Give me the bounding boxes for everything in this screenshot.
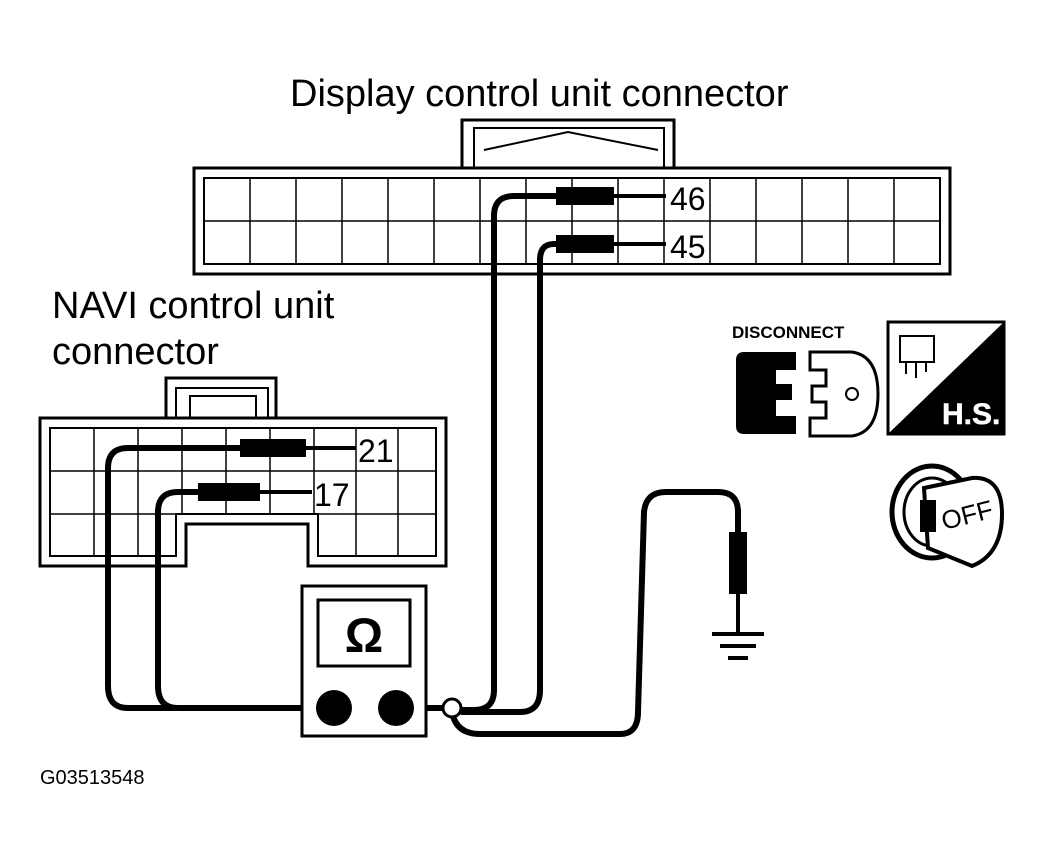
wire-ground — [449, 489, 741, 737]
navi-connector — [38, 376, 448, 568]
navi-connector-title-line2: connector — [52, 331, 219, 373]
wire-pin-21 — [105, 445, 333, 711]
pin-label-21: 21 — [358, 433, 394, 469]
wire-pin-45 — [459, 241, 559, 715]
hs-label: H.S. — [942, 398, 1000, 431]
figure-id: G03513548 — [40, 767, 145, 789]
meter-terminal-right[interactable] — [378, 690, 414, 726]
disconnect-label: DISCONNECT — [732, 323, 845, 342]
pin-label-46: 46 — [670, 181, 706, 217]
pin-label-17: 17 — [314, 477, 350, 513]
ohmmeter-icon: Ω — [300, 584, 428, 738]
display-connector-title: Display control unit connector — [290, 73, 789, 115]
display-connector — [192, 118, 952, 276]
probes — [198, 187, 747, 632]
wires — [105, 193, 741, 737]
disconnect-connector-icon: DISCONNECT — [732, 323, 880, 438]
harness-side-icon: H.S. — [886, 320, 1006, 436]
wire-pin-17 — [155, 489, 201, 711]
navi-connector-title-line1: NAVI control unit — [52, 285, 335, 327]
ohm-symbol: Ω — [345, 610, 383, 663]
wire-junction — [441, 697, 463, 719]
ignition-key-off-icon: OFF — [889, 463, 1005, 569]
ground-icon — [712, 632, 764, 660]
wire-pin-46 — [451, 193, 559, 713]
pin-label-45: 45 — [670, 229, 706, 265]
meter-terminal-left[interactable] — [316, 690, 352, 726]
